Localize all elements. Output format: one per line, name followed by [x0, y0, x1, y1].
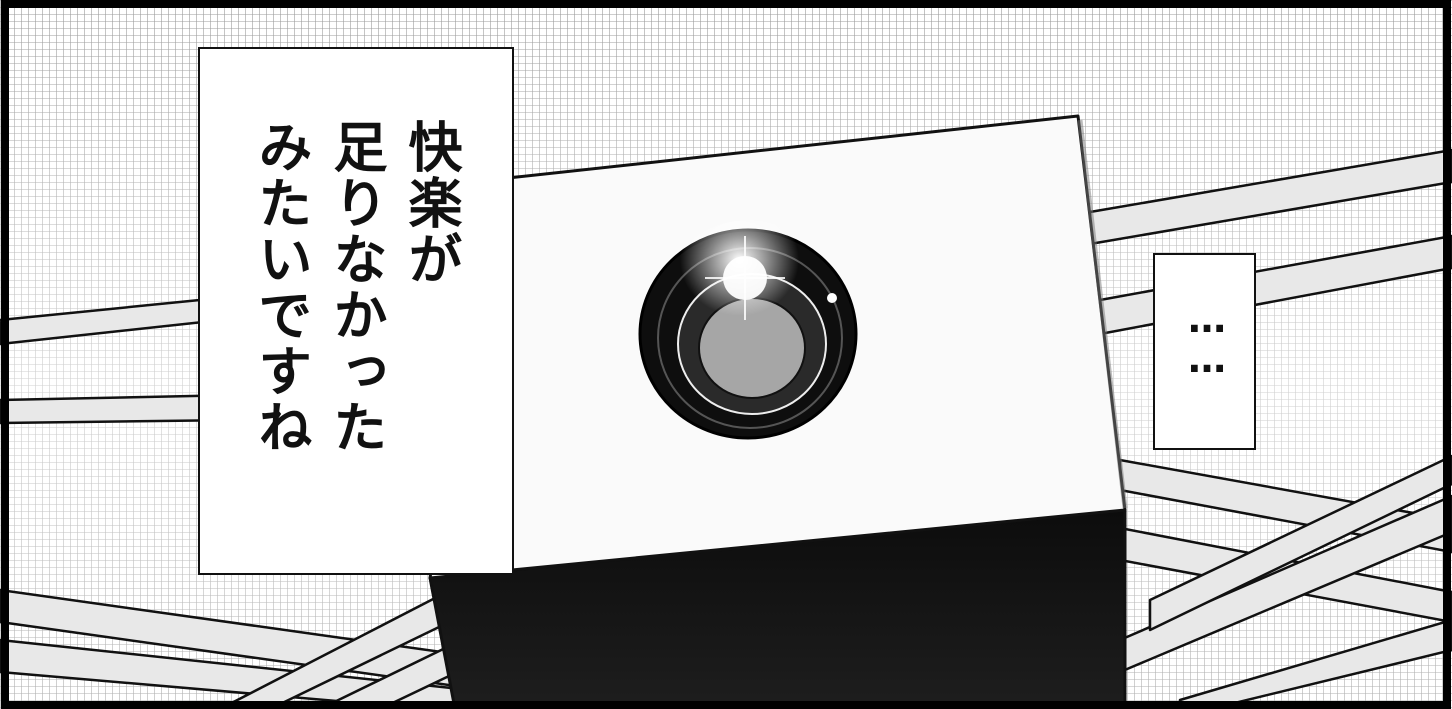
caption-line-1: 快楽が [399, 119, 462, 287]
caption-line-3: みたいですね [249, 119, 312, 455]
caption-line-2: 足りなかった [324, 119, 387, 455]
caption-box-ellipsis: …… [1153, 253, 1256, 450]
hole [638, 220, 858, 440]
ellipsis-text: …… [1185, 297, 1229, 377]
caption-box-main: 快楽が 足りなかった みたいですね [198, 47, 514, 575]
